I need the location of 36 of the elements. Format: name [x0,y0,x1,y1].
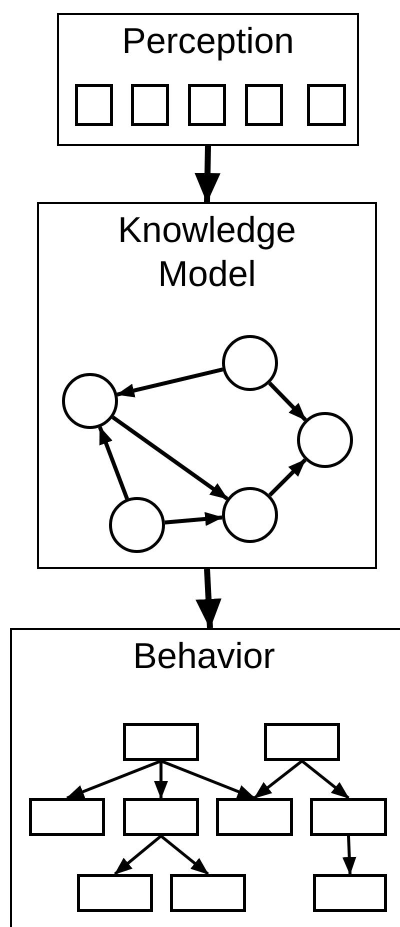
panel-box [57,13,359,146]
arrow [114,834,162,876]
small-box [29,798,105,836]
small-box [310,798,387,836]
small-box [307,84,346,126]
panel-title: Behavior [132,634,276,678]
small-box [131,84,169,126]
arrow [301,760,350,800]
arrow [268,382,307,422]
arrow [66,760,162,800]
small-box [123,798,199,836]
arrow [254,760,303,800]
arrow [164,512,224,526]
arrow [116,368,224,398]
panel-title: Perception [122,19,294,63]
panel-title: Knowledge Model [116,208,298,296]
arrow [98,426,129,500]
arrow [112,416,228,500]
small-box [170,874,246,912]
arrow [268,458,307,497]
small-box [77,874,153,912]
panel-box [10,628,400,927]
arrow [154,761,168,799]
small-box [123,723,199,761]
arrow [196,568,222,629]
small-box [188,84,226,126]
small-box [75,84,113,126]
arrow [194,146,221,203]
small-box [216,798,293,836]
arrow [160,834,209,876]
small-box [264,723,340,761]
arrow [342,836,356,875]
arrow [160,760,256,800]
panel-box [37,202,377,569]
small-box [245,84,283,126]
small-box [313,874,387,912]
